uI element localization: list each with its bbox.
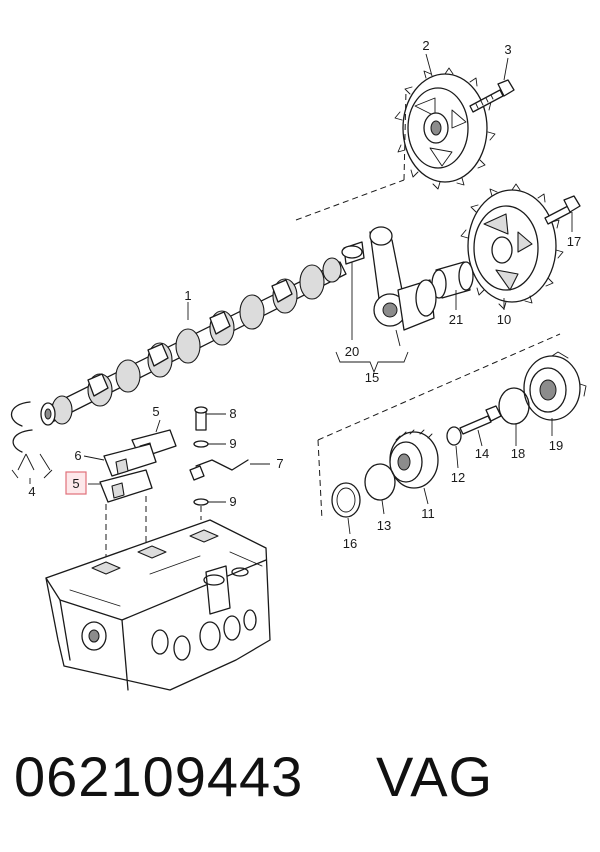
exploded-view-diagram: 2 3 1 17 10 21 20 15 19 18 14 12 11 13 1… (11, 38, 587, 691)
callout-5-highlighted: 5 (72, 476, 79, 491)
rocker-arm-mid (103, 443, 157, 477)
callout-17: 17 (567, 234, 581, 249)
link-pin (341, 241, 365, 265)
circlip-set (11, 401, 53, 484)
screw (194, 406, 208, 431)
cylinder-head (45, 519, 271, 691)
callout-9-lower: 9 (229, 494, 236, 509)
callout-19: 19 (549, 438, 563, 453)
vacuum-pump-assembly (331, 351, 587, 518)
callout-2: 2 (422, 38, 429, 53)
callout-4: 4 (28, 484, 35, 499)
highlighted-callout-box (65, 471, 87, 495)
gear-bolt (469, 79, 515, 113)
callout-10: 10 (497, 312, 511, 327)
leader-lines (83, 53, 573, 535)
callout-21: 21 (449, 312, 463, 327)
camshaft-gear-upper (394, 67, 496, 190)
rocker-arm-highlighted (99, 469, 153, 503)
callout-8: 8 (229, 406, 236, 421)
camshaft-gear-lower (460, 183, 564, 310)
callout-9-upper: 9 (229, 436, 236, 451)
callout-7: 7 (276, 456, 283, 471)
callout-14: 14 (475, 446, 489, 461)
callout-15: 15 (365, 370, 379, 385)
part-number-label: 062109443 (14, 745, 304, 808)
brand-label: VAG (376, 745, 494, 808)
callout-13: 13 (377, 518, 391, 533)
callout-18: 18 (511, 446, 525, 461)
washer-upper (193, 440, 209, 448)
callout-12: 12 (451, 470, 465, 485)
callout-16: 16 (343, 536, 357, 551)
drive-link-assembly (369, 226, 437, 331)
spring-clip (195, 459, 249, 471)
callout-1: 1 (184, 288, 191, 303)
callout-11: 11 (421, 506, 435, 521)
callout-3: 3 (504, 42, 511, 57)
callout-20: 20 (345, 344, 359, 359)
gear-bolt-lower (544, 195, 581, 225)
callout-5-upper: 5 (152, 404, 159, 419)
washer-lower (193, 498, 209, 506)
callout-labels: 2 3 1 17 10 21 20 15 19 18 14 12 11 13 1… (28, 38, 581, 551)
camshaft (40, 257, 347, 426)
callout-6: 6 (74, 448, 81, 463)
bushing (431, 261, 474, 299)
